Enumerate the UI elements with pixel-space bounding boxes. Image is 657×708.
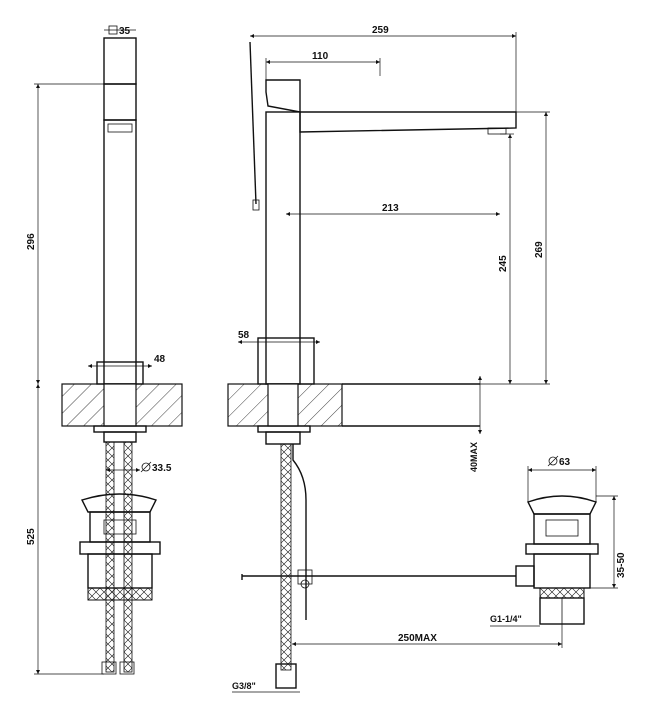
front-waste-thread	[87, 587, 153, 601]
side-body	[265, 111, 301, 385]
front-hose-nut-left	[101, 661, 117, 675]
dim-40max-label: 40MAX	[469, 442, 479, 472]
side-lever	[265, 79, 301, 113]
dim-259-label: 259	[372, 25, 389, 36]
dim-48-label: 48	[154, 354, 166, 365]
side-popup-rod	[292, 444, 307, 620]
thread-g3-8-label: G3/8"	[232, 681, 256, 691]
front-waste-flange	[79, 541, 161, 555]
dim-245-label: 245	[498, 255, 509, 272]
front-waste-tail	[87, 553, 153, 589]
dim-213-label: 213	[382, 203, 399, 214]
front-waste-body	[89, 511, 151, 543]
diameter-symbol-icon	[548, 456, 558, 466]
side-waste-connector	[515, 565, 535, 587]
side-waste-cap	[527, 495, 597, 515]
side-lever-arm	[249, 41, 257, 205]
front-countertop-hole	[103, 383, 137, 427]
front-hose-nut-right	[119, 661, 135, 675]
front-body	[103, 119, 137, 385]
square-symbol-icon	[108, 25, 118, 35]
dim-35-50-label: 35-50	[616, 552, 627, 578]
side-hose-nut	[275, 663, 297, 689]
thread-g1-label: G1-1/4"	[490, 614, 522, 624]
side-spout	[299, 111, 517, 133]
side-view: 259 110 213 245 269 58 40MAX 63 35-50 G1…	[227, 25, 627, 693]
front-view: 35 296 48 33.5 525	[26, 25, 183, 675]
side-waste-tail	[533, 553, 591, 589]
front-aerator	[107, 123, 133, 133]
side-aerator	[487, 127, 507, 135]
dim-63-label: 63	[559, 457, 571, 468]
dim-296-label: 296	[26, 233, 37, 250]
dim-35-label: 35	[119, 26, 131, 37]
front-lever	[103, 83, 137, 121]
side-hose	[280, 443, 292, 671]
front-waste-window	[103, 519, 137, 535]
diameter-symbol-icon	[141, 462, 151, 472]
side-waste-body	[533, 513, 591, 545]
dim-250max-label: 250MAX	[398, 633, 437, 644]
front-nut	[103, 431, 137, 443]
dim-269-label: 269	[534, 241, 545, 258]
front-handle	[103, 37, 137, 85]
dim-525-label: 525	[26, 528, 37, 545]
dim-58-label: 58	[238, 330, 250, 341]
dim-110-label: 110	[312, 51, 329, 62]
front-waste-cap	[81, 493, 157, 513]
side-nut	[265, 431, 301, 445]
front-washer	[93, 425, 147, 433]
front-hose-right	[123, 441, 133, 673]
dim-33-5-label: 33.5	[152, 463, 172, 474]
front-hose-left	[105, 441, 115, 673]
